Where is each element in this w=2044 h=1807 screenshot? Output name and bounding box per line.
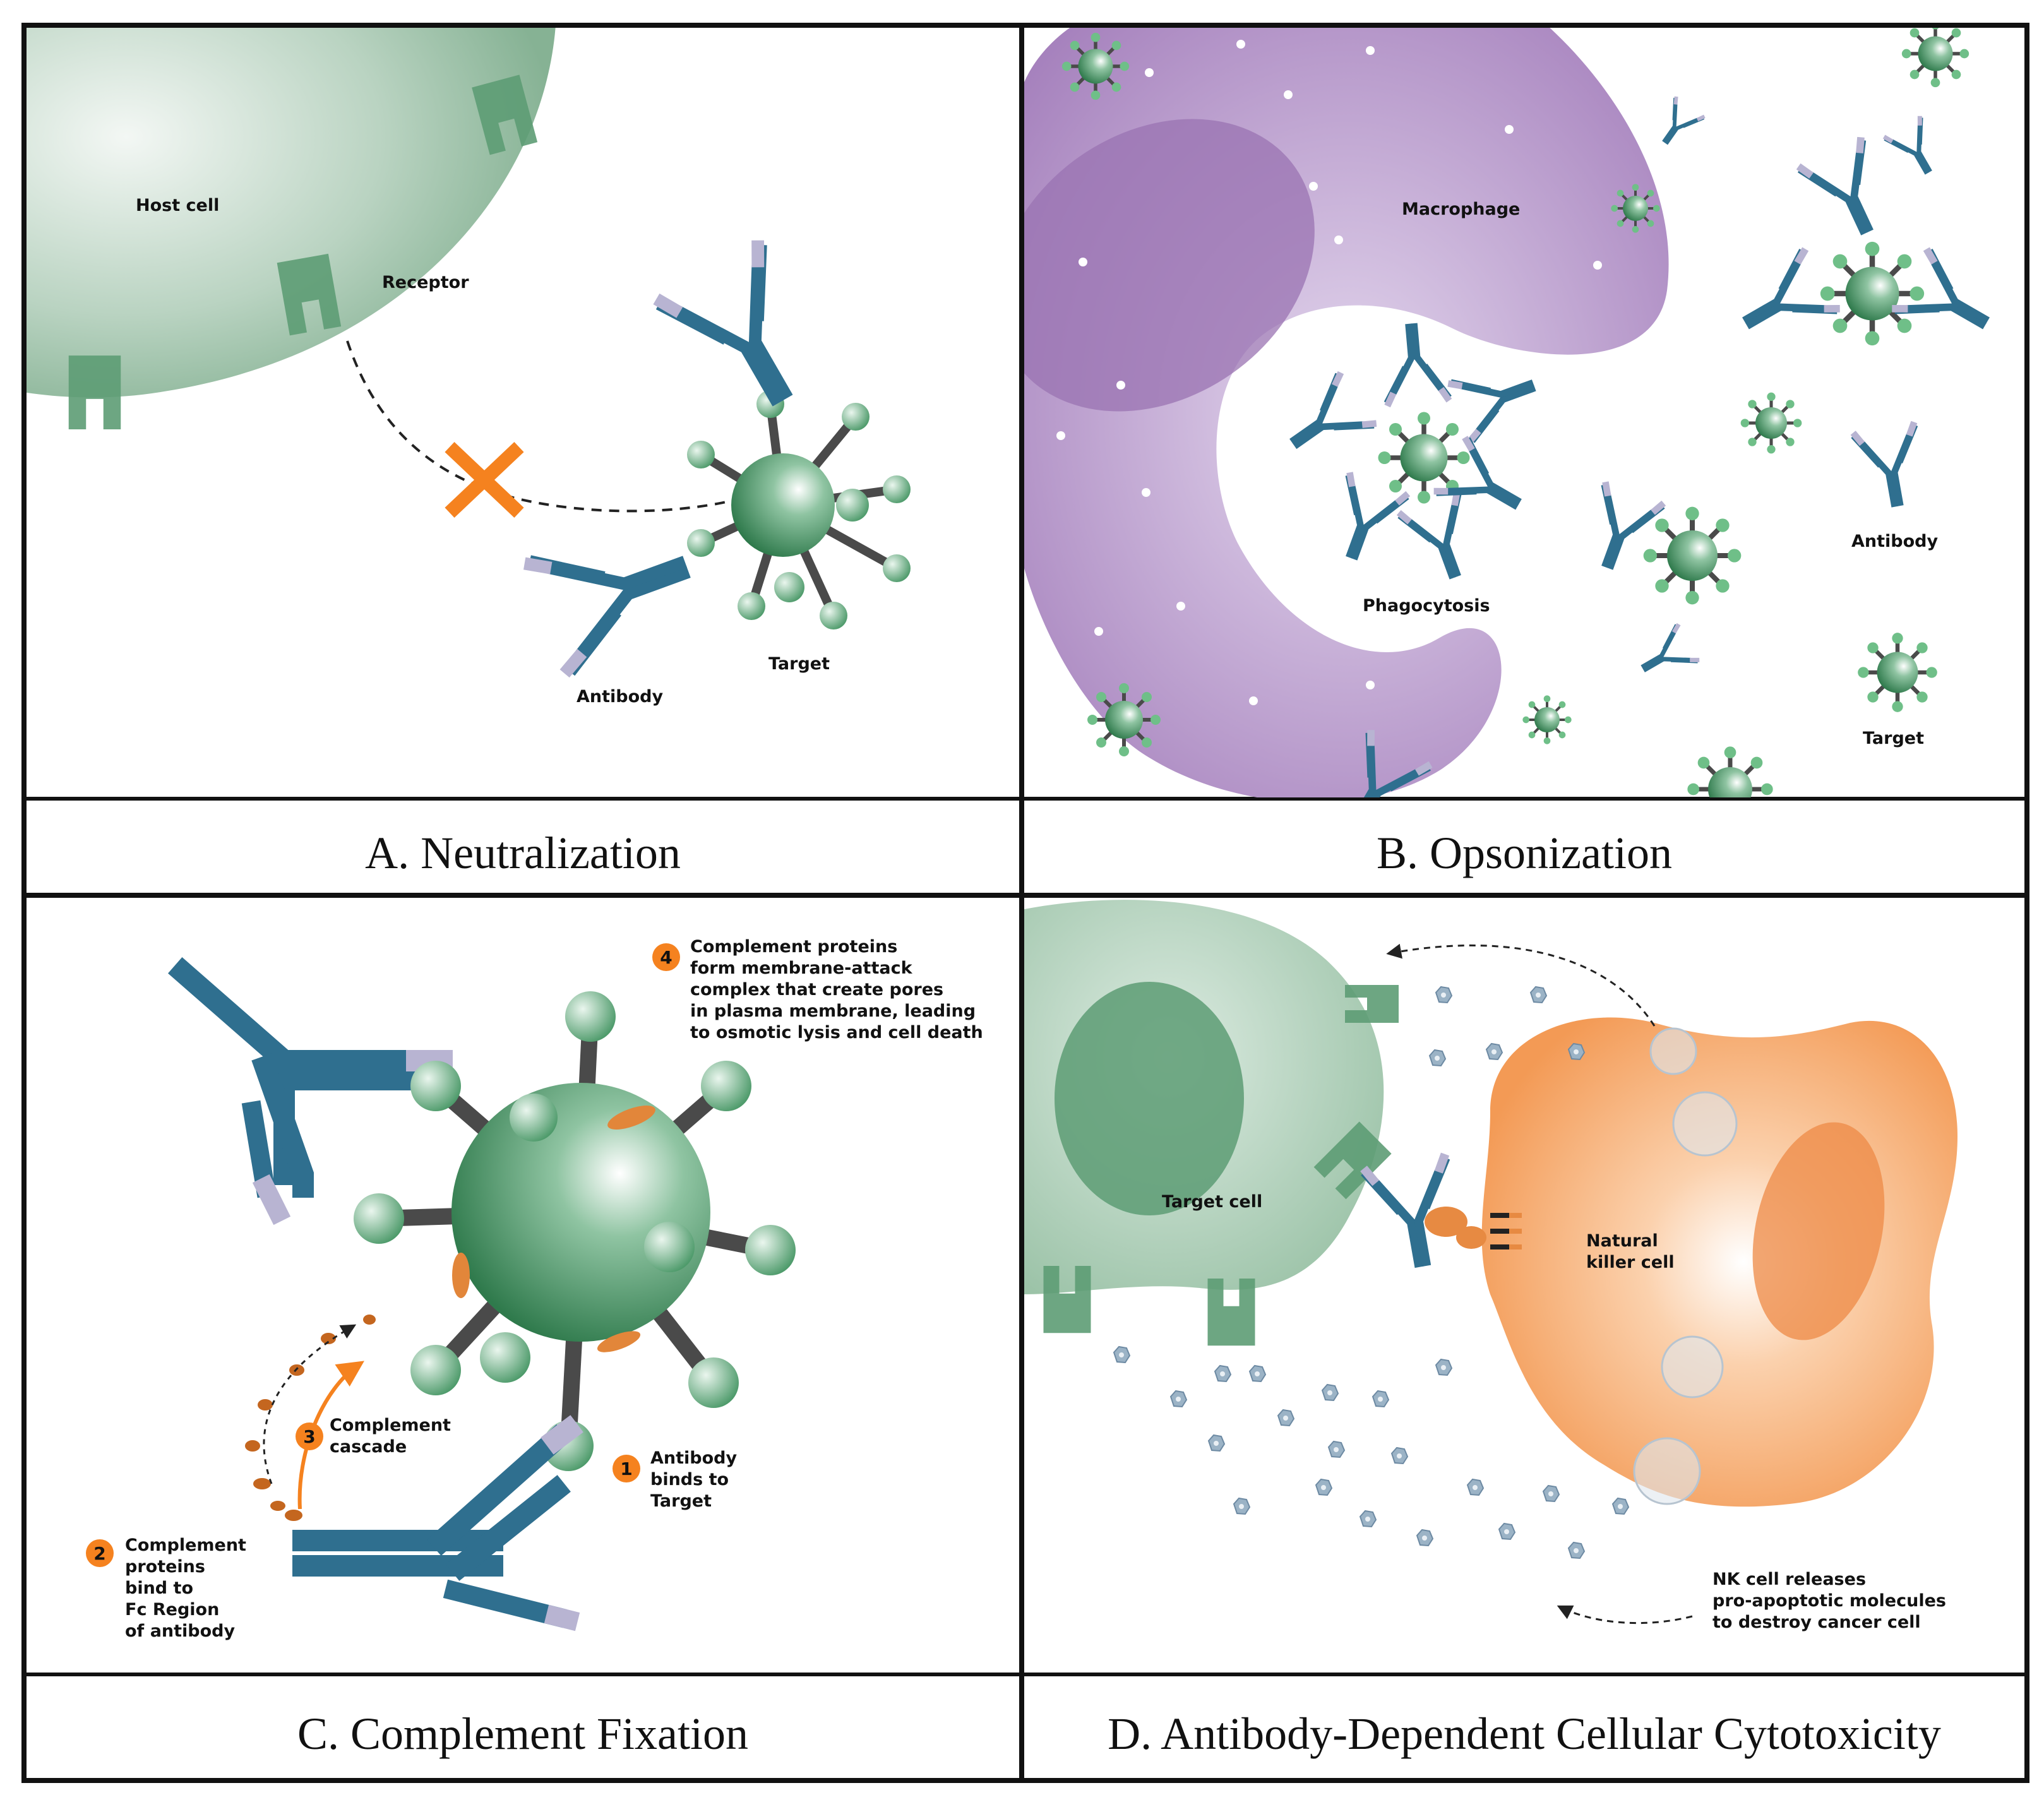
pore-complex	[452, 1253, 470, 1298]
svg-text:4: 4	[660, 947, 672, 968]
svg-text:form membrane-attack: form membrane-attack	[690, 958, 913, 978]
svg-text:3: 3	[303, 1426, 315, 1447]
svg-text:2: 2	[93, 1543, 105, 1564]
label-antibody: Antibody	[1851, 532, 1938, 551]
step-2-callout: 2 Complement proteins bind to Fc Region …	[86, 1536, 246, 1641]
step-1-callout: 1 Antibody binds to Target	[613, 1448, 737, 1511]
svg-text:to osmotic lysis and cell deat: to osmotic lysis and cell death	[690, 1023, 983, 1042]
caption-b: B. Opsonization	[1377, 828, 1672, 878]
receptor	[68, 355, 121, 429]
svg-text:proteins: proteins	[125, 1557, 205, 1577]
label-receptor: Receptor	[382, 273, 469, 292]
label-host-cell: Host cell	[136, 196, 219, 215]
caption-c: C. Complement Fixation	[297, 1709, 748, 1759]
fc-receptor	[1425, 1207, 1522, 1249]
block-x-icon	[445, 442, 524, 518]
svg-text:bind to: bind to	[125, 1578, 193, 1598]
blocked-path	[346, 340, 727, 513]
svg-text:Target: Target	[650, 1491, 712, 1511]
nk-granules	[1633, 1027, 1738, 1505]
caption-d: D. Antibody-Dependent Cellular Cytotoxic…	[1108, 1709, 1941, 1759]
label-macrophage: Macrophage	[1402, 200, 1520, 219]
pore-complex	[597, 1331, 641, 1352]
svg-text:Complement: Complement	[125, 1536, 246, 1555]
caption-a: A. Neutralization	[365, 828, 681, 878]
panel-b-opsonization: Macrophage Phagocytosis Antibody Target …	[1024, 28, 1999, 878]
figure-frame	[21, 23, 2029, 1783]
svg-text:binds to: binds to	[650, 1470, 729, 1489]
step-3-callout: 3 Complement cascade	[296, 1416, 451, 1457]
svg-text:Fc Region: Fc Region	[125, 1600, 219, 1619]
svg-text:Antibody: Antibody	[650, 1448, 737, 1468]
pore-complex	[607, 1106, 655, 1130]
binding-antibody	[292, 1415, 583, 1631]
panel-c-complement-fixation: 1 Antibody binds to Target 2 Complement …	[86, 937, 983, 1759]
label-nk-cell: Natural	[1586, 1231, 1658, 1251]
host-cell	[27, 28, 556, 398]
label-target: Target	[768, 654, 830, 674]
label-nk-cell: killer cell	[1586, 1253, 1675, 1272]
nk-nucleus	[1752, 1122, 1885, 1340]
svg-text:in plasma membrane, leading: in plasma membrane, leading	[690, 1001, 976, 1021]
antibody	[530, 517, 700, 669]
complement-path	[263, 1324, 357, 1484]
svg-text:1: 1	[620, 1458, 632, 1479]
label-phagocytosis: Phagocytosis	[1363, 596, 1490, 616]
label-nk-release: to destroy cancer cell	[1712, 1613, 1921, 1632]
label-target-cell: Target cell	[1162, 1192, 1262, 1212]
panel-d-adcc: Target cell Natural killer cell NK cell …	[1024, 900, 1957, 1759]
release-arrow-bottom	[1557, 1605, 1693, 1625]
nk-cell	[1481, 1017, 1957, 1507]
svg-text:cascade: cascade	[330, 1437, 407, 1457]
svg-text:Complement proteins: Complement proteins	[690, 937, 897, 957]
big-antibody	[168, 957, 453, 1226]
virus-large	[354, 991, 796, 1471]
svg-text:Complement: Complement	[330, 1416, 451, 1435]
svg-text:complex that create pores: complex that create pores	[690, 980, 943, 999]
release-arrow-top	[1386, 943, 1656, 1027]
label-nk-release: pro-apoptotic molecules	[1712, 1591, 1946, 1611]
antibody	[662, 247, 828, 423]
label-antibody: Antibody	[577, 687, 663, 707]
panel-a-neutralization: Host cell Receptor Antibody Target A. Ne…	[27, 28, 911, 878]
macrophage-granules	[1056, 40, 1602, 737]
virus	[687, 390, 911, 629]
svg-text:of antibody: of antibody	[125, 1621, 236, 1641]
macrophage-nucleus	[1024, 119, 1315, 412]
label-target: Target	[1863, 729, 1924, 748]
step-4-callout: 4 Complement proteins form membrane-atta…	[652, 937, 983, 1042]
target-nucleus	[1055, 982, 1244, 1215]
phagocytosed-complex	[1279, 325, 1541, 585]
label-nk-release: NK cell releases	[1712, 1570, 1866, 1589]
